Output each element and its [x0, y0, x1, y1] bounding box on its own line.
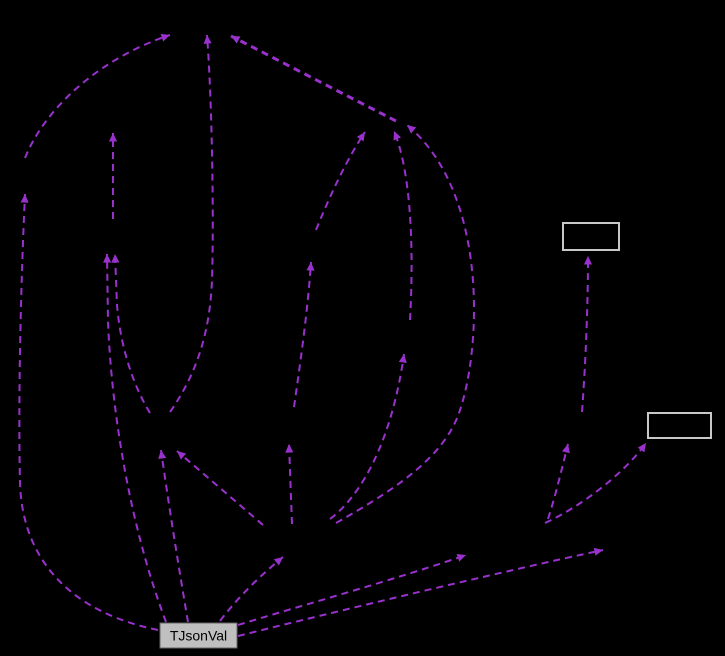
nodes-layer: TJsonVal [159, 222, 712, 649]
graph-edge-junction-mid-to-junction-mid-upper [293, 261, 315, 408]
graph-edge-junction-center-to-junction-right-mid [329, 353, 407, 520]
graph-edge-junction-mid-left-to-junction-left-col [111, 253, 151, 414]
node-label-tjsonval: TJsonVal [170, 628, 227, 644]
graph-edge-junction-right-col-to-box-top-right [581, 255, 593, 413]
graph-edge-junction-low-right-to-box-mid-right [544, 442, 647, 524]
edges-layer [18, 33, 647, 637]
graph-edge-tjsonval-to-junction-far-right [237, 547, 604, 637]
graph-edge-junction-left-to-junction-top [24, 33, 171, 159]
graph-edge-tjsonval-to-junction-mid-left [158, 449, 189, 623]
graph-edge-tjsonval-to-junction-low-right [237, 553, 467, 626]
graph-edge-tjsonval-to-junction-left [18, 193, 159, 631]
node-box-mid-right[interactable] [647, 412, 712, 439]
graph-edge-junction-center-to-junction-upper-mid [335, 124, 475, 524]
graph-edge-tjsonval-to-junction-center [219, 556, 284, 622]
node-box-top-right[interactable] [562, 222, 620, 251]
graph-edge-junction-mid-upper-to-junction-upper-mid [315, 131, 366, 231]
graph-edge-junction-center-to-junction-mid-left [176, 450, 264, 526]
node-tjsonval[interactable] [159, 622, 238, 649]
graph-edge-junction-right-mid-to-junction-upper-mid [393, 130, 413, 321]
graph-edge-junction-upper-mid-to-junction-top [230, 34, 397, 123]
graph-edge-junction-mid-left-to-junction-top [169, 34, 214, 413]
graph-edge-junction-low-right-to-junction-right-col [547, 443, 570, 520]
graph-edge-tjsonval-to-junction-left-col [103, 253, 167, 623]
graph-edge-junction-center-to-junction-mid [285, 443, 294, 525]
